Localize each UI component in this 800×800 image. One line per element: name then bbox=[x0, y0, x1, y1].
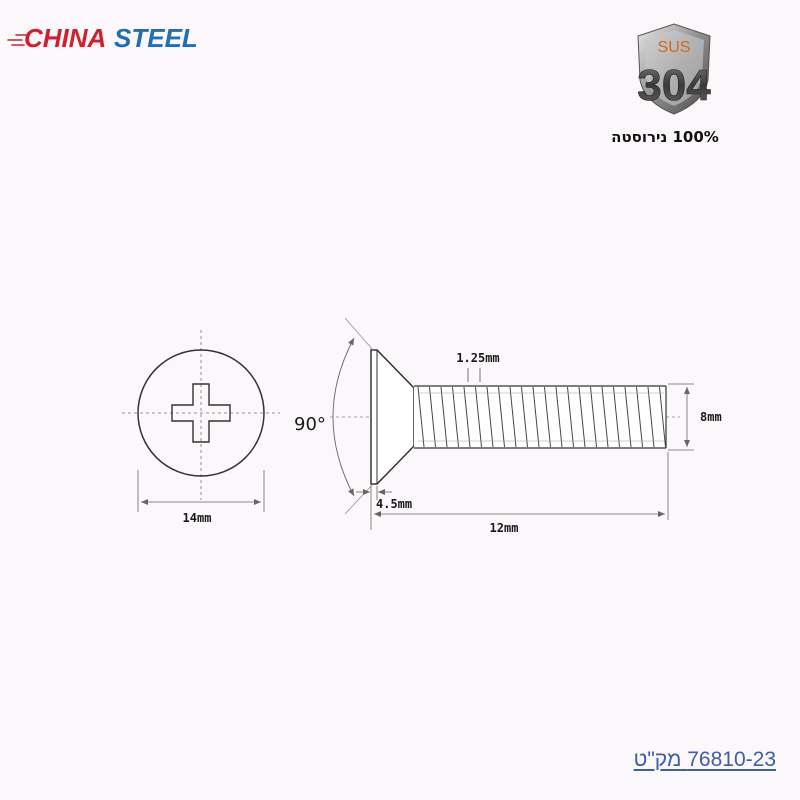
badge-304-text: 304 bbox=[637, 61, 711, 110]
badge-sus-text: SUS bbox=[658, 39, 691, 56]
stainless-caption: 100% נירוסטה bbox=[611, 128, 719, 146]
sku-link[interactable]: 76810-23 מק"ט bbox=[633, 748, 776, 771]
thread-lines bbox=[417, 386, 666, 448]
brand-steel-text: STEEL bbox=[114, 23, 198, 53]
screw-side-view: 1.25mm 8mm 90° 4.5mm 12mm bbox=[294, 317, 722, 535]
thread-diameter-label: 8mm bbox=[700, 410, 722, 424]
phillips-cross-recess bbox=[171, 383, 231, 443]
china-steel-logo: CHINA STEEL bbox=[7, 18, 208, 58]
head-diameter-label: 14mm bbox=[183, 511, 212, 525]
thread-pitch-label: 1.25mm bbox=[456, 351, 499, 365]
sus304-badge: SUS 304 bbox=[626, 20, 722, 118]
head-angle-label: 90° bbox=[294, 414, 326, 435]
length-label: 12mm bbox=[490, 521, 519, 535]
brand-china-text: CHINA bbox=[24, 23, 106, 53]
head-height-label: 4.5mm bbox=[376, 497, 412, 511]
head-top-view: 14mm bbox=[122, 330, 280, 525]
